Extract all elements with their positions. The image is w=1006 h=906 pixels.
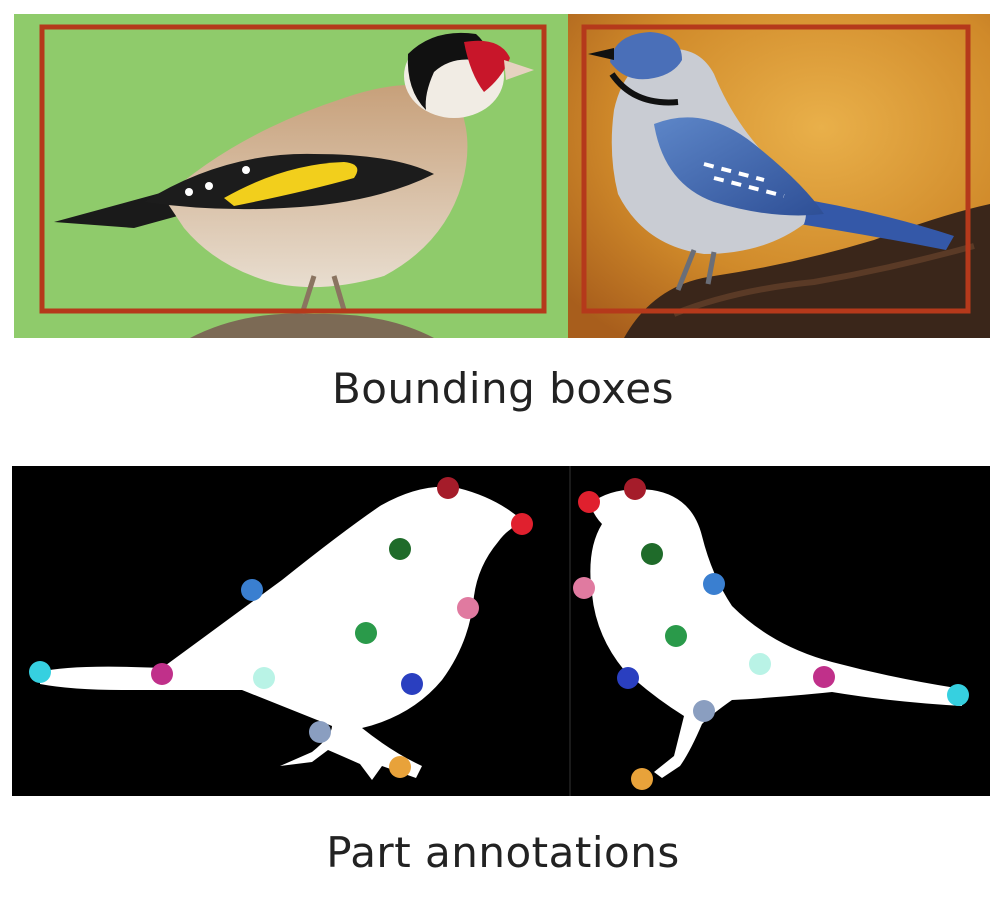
bluejay-beak bbox=[588, 48, 614, 60]
right-bird-back-keypoint bbox=[703, 573, 725, 595]
right-bird-breast-keypoint bbox=[665, 625, 687, 647]
right-bird-beak-keypoint bbox=[578, 491, 600, 513]
bluejay-wing bbox=[654, 117, 824, 216]
left-bird-crown-keypoint bbox=[437, 477, 459, 499]
left-bird-nape-keypoint bbox=[389, 538, 411, 560]
caption-part-annotations: Part annotations bbox=[326, 828, 680, 877]
caption-bounding-boxes: Bounding boxes bbox=[331, 364, 675, 413]
goldfinch-perch bbox=[190, 313, 434, 338]
left-bird-foot-keypoint bbox=[389, 756, 411, 778]
bounding-boxes-panel bbox=[14, 14, 990, 338]
right-bird-silhouette bbox=[590, 489, 962, 778]
left-bird-silhouette bbox=[40, 486, 524, 780]
goldfinch-photo bbox=[14, 14, 568, 338]
part-annotations-panel bbox=[12, 466, 990, 796]
left-bird-wing-keypoint bbox=[401, 673, 423, 695]
bluejay-necklace bbox=[609, 72, 679, 106]
goldfinch-wing-bar bbox=[224, 162, 358, 206]
right-bird-nape-keypoint bbox=[641, 543, 663, 565]
left-bird-tail-keypoint bbox=[151, 663, 173, 685]
bluejay-photo bbox=[568, 14, 990, 338]
left-bird-belly-keypoint bbox=[253, 667, 275, 689]
right-bird-foot-keypoint bbox=[631, 768, 653, 790]
right-bird-tail-tip-keypoint bbox=[947, 684, 969, 706]
right-bird-throat-keypoint bbox=[573, 577, 595, 599]
right-bird-tail-keypoint bbox=[813, 666, 835, 688]
left-bird-leg-keypoint bbox=[309, 721, 331, 743]
right-bird-wing-keypoint bbox=[617, 667, 639, 689]
left-bird-beak-keypoint bbox=[511, 513, 533, 535]
bounding-box-goldfinch bbox=[39, 24, 547, 314]
goldfinch-red-face bbox=[464, 40, 510, 92]
right-bird-belly-keypoint bbox=[749, 653, 771, 675]
goldfinch-beak bbox=[504, 60, 534, 80]
left-bird-tail-tip-keypoint bbox=[29, 661, 51, 683]
left-bird-part-annotations bbox=[29, 477, 533, 778]
left-bird-breast-keypoint bbox=[355, 622, 377, 644]
left-bird-wing-right-keypoint bbox=[457, 597, 479, 619]
bluejay-head bbox=[610, 32, 682, 80]
right-bird-leg-keypoint bbox=[693, 700, 715, 722]
left-bird-back-keypoint bbox=[241, 579, 263, 601]
bounding-box-bluejay bbox=[581, 24, 971, 314]
right-bird-part-annotations bbox=[573, 478, 969, 790]
right-bird-crown-keypoint bbox=[624, 478, 646, 500]
